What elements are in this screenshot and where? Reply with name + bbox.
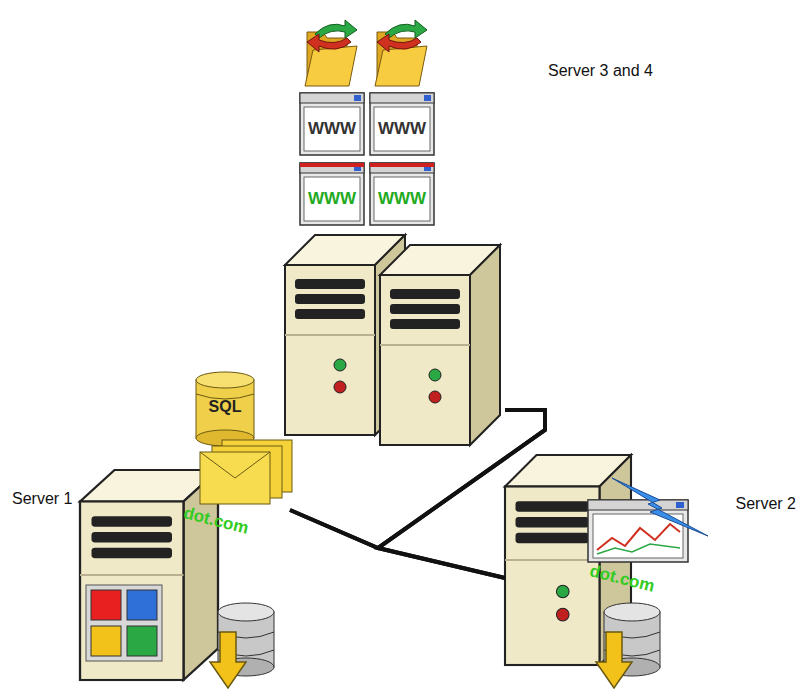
web-window [370, 93, 434, 155]
server-tower [380, 245, 500, 445]
database-cylinder [196, 372, 254, 446]
app-grid [86, 585, 162, 661]
chart-window [588, 478, 708, 562]
www-text: WWW [374, 177, 430, 221]
download-arrow [596, 632, 632, 688]
server-node: Server 1 [80, 470, 290, 680]
dot-com-text: dot.com [580, 557, 664, 602]
www-text: WWW [374, 107, 430, 151]
server-label: Server 1 [12, 490, 72, 508]
www-text: WWW [304, 177, 360, 221]
folder-icon [375, 20, 427, 86]
folder-icon [305, 20, 357, 86]
mail-envelopes [200, 440, 292, 504]
server-node: Server 2 [505, 455, 640, 670]
server-label: Server 2 [736, 495, 796, 513]
server-node: Server 3 and 4 [283, 235, 505, 445]
server-label: Server 3 and 4 [548, 62, 653, 80]
dot-com-text: dot.com [174, 499, 258, 544]
sql-text: SQL [198, 390, 252, 424]
www-text: WWW [304, 107, 360, 151]
server-tower [80, 470, 218, 680]
download-arrow [210, 632, 246, 688]
network-cable [290, 510, 505, 578]
web-window [300, 93, 364, 155]
web-window [370, 163, 434, 225]
web-window [300, 163, 364, 225]
